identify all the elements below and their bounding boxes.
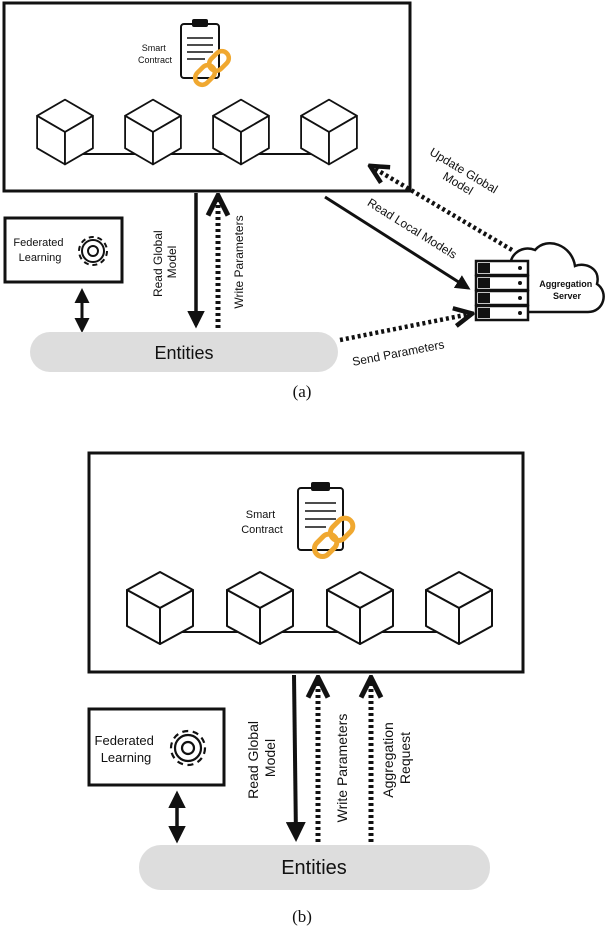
- read-global-model-arrow: [285, 674, 306, 842]
- chain-link-icon: [192, 48, 232, 88]
- read-global-model-label: Read Global Model: [151, 227, 179, 297]
- smart-contract-label: Smart Contract: [241, 509, 283, 536]
- send-parameters-arrow: [339, 314, 470, 343]
- cube-icon: [300, 98, 358, 166]
- federated-learning-box: [3, 216, 124, 284]
- cube-icon: [126, 571, 194, 645]
- panel-b: Smart Contract: [87, 451, 525, 926]
- gear-icon: [169, 729, 207, 767]
- write-parameters-label: Write Parameters: [232, 215, 246, 308]
- read-global-model-label: Read Global Model: [245, 717, 278, 799]
- chain-link-icon: [311, 515, 356, 560]
- panel-a: Smart Contract: [2, 1, 605, 401]
- smart-contract-label: Smart Contract: [138, 43, 173, 65]
- caption-b: (b): [292, 907, 312, 926]
- write-parameters-label: Write Parameters: [334, 714, 350, 823]
- entities-label: Entities: [154, 343, 213, 363]
- read-local-models-arrow: [324, 195, 471, 290]
- federated-learning-label: Federated Learning: [13, 237, 66, 264]
- federated-learning-label: Federated Learning: [95, 733, 158, 765]
- aggregation-request-label: Aggregation Request: [380, 718, 413, 797]
- cube-icon: [326, 571, 394, 645]
- server-icon: [474, 259, 530, 322]
- cube-icon: [124, 98, 182, 166]
- cube-icon: [36, 98, 94, 166]
- entities-pill: [139, 845, 490, 890]
- entities-pill: [30, 332, 338, 372]
- send-parameters-label: Send Parameters: [351, 337, 445, 369]
- update-global-model-label: Update Global Model: [420, 145, 503, 210]
- gear-icon: [78, 236, 108, 266]
- entities-label: Entities: [281, 857, 347, 879]
- cube-icon: [226, 571, 294, 645]
- cube-icon: [425, 571, 493, 645]
- caption-a: (a): [293, 382, 312, 401]
- aggregation-server-label: Aggregation Server: [539, 279, 595, 301]
- cube-icon: [212, 98, 270, 166]
